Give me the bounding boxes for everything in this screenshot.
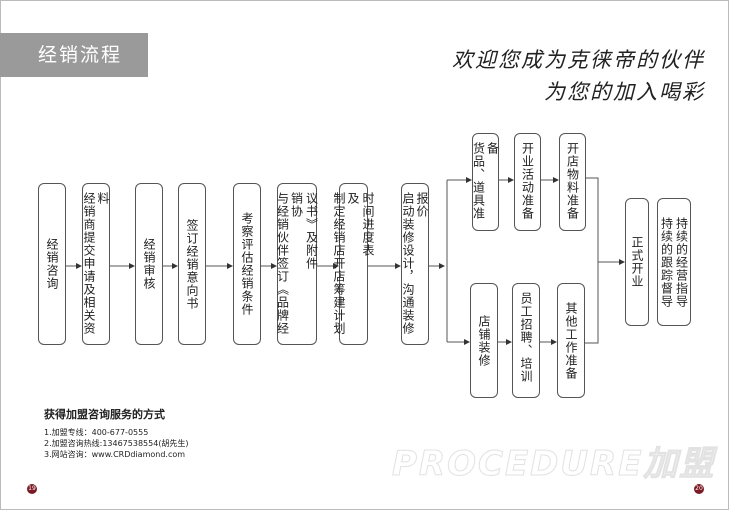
flow-step: 其他工作准备 [557, 283, 585, 398]
flow-step-label: 时间进度表 [361, 192, 375, 257]
page-number-left: 19 [27, 484, 37, 494]
flow-step: 开业活动准备 [514, 133, 541, 231]
watermark: PROCEDURE加盟 [391, 444, 716, 485]
flow-step-label: 签订经销意向书 [185, 218, 199, 310]
contact-info: 获得加盟咨询服务的方式 1.加盟专线：400-677-0555 2.加盟咨询热线… [44, 406, 189, 460]
flow-step: 货品、道具准备 [471, 133, 500, 231]
flow-step: 经销商提交申请及相关资料 [82, 183, 110, 345]
flow-step: 正式开业 [625, 198, 649, 326]
flow-step-label: 持续的经营指导 [674, 216, 689, 308]
flow-step-label: 货品、道具准备 [471, 142, 500, 220]
section-title: 经销流程 [0, 33, 148, 77]
flow-step-label: 制定经销店开店筹建计划及 [332, 192, 360, 335]
flow-step: 经销审核 [135, 183, 163, 345]
flow-step-label: 开业活动准备 [520, 142, 535, 220]
flow-step: 签订经销意向书 [178, 183, 206, 345]
flow-step-label: 店铺装修 [477, 314, 491, 367]
flow-step-label: 经销审核 [142, 238, 156, 290]
flow-step: 经销咨询 [38, 183, 66, 345]
flow-step-label: 议书》及附件 [304, 192, 319, 270]
flow-step: 启动装修设计，沟通装修报价 [401, 183, 429, 345]
flow-step: 与经销伙伴签订《品牌经销协议书》及附件 [275, 183, 319, 345]
contact-website[interactable]: 3.网站咨询：www.CRDdiamond.com [44, 450, 186, 459]
flow-step-label: 正式开业 [630, 236, 644, 288]
flow-step: 持续的跟踪督导持续的经营指导 [657, 198, 691, 326]
contact-phone: 2.加盟咨询热线:13467538554(胡先生) [44, 439, 189, 448]
flow-step-label: 经销咨询 [45, 238, 59, 290]
page-number-right: 20 [694, 484, 704, 494]
flow-step: 店铺装修 [470, 283, 498, 398]
flow-step-label: 经销商提交申请及相关资料 [82, 192, 110, 335]
slogan-line-2: 为您的加入喝彩 [544, 80, 705, 104]
contact-hotline: 1.加盟专线：400-677-0555 [44, 428, 149, 437]
flow-step-label: 启动装修设计，沟通装修报价 [401, 192, 429, 335]
flow-step: 员工招聘、培训 [512, 283, 540, 398]
flow-step: 考察评估经销条件 [233, 183, 261, 345]
flow-step-label: 开店物料准备 [565, 142, 580, 220]
flow-step: 制定经销店开店筹建计划及时间进度表 [332, 183, 375, 345]
flow-step-label: 其他工作准备 [564, 301, 578, 380]
flow-step-label: 与经销伙伴签订《品牌经销协 [275, 192, 304, 335]
slogan-line-1: 欢迎您成为克徕帝的伙伴 [452, 48, 705, 72]
contact-title: 获得加盟咨询服务的方式 [44, 408, 165, 421]
flow-step-label: 考察评估经销条件 [240, 212, 254, 316]
flow-step-label: 员工招聘、培训 [519, 292, 533, 383]
flow-step: 开店物料准备 [559, 133, 586, 231]
flow-step-label: 持续的跟踪督导 [659, 216, 674, 308]
